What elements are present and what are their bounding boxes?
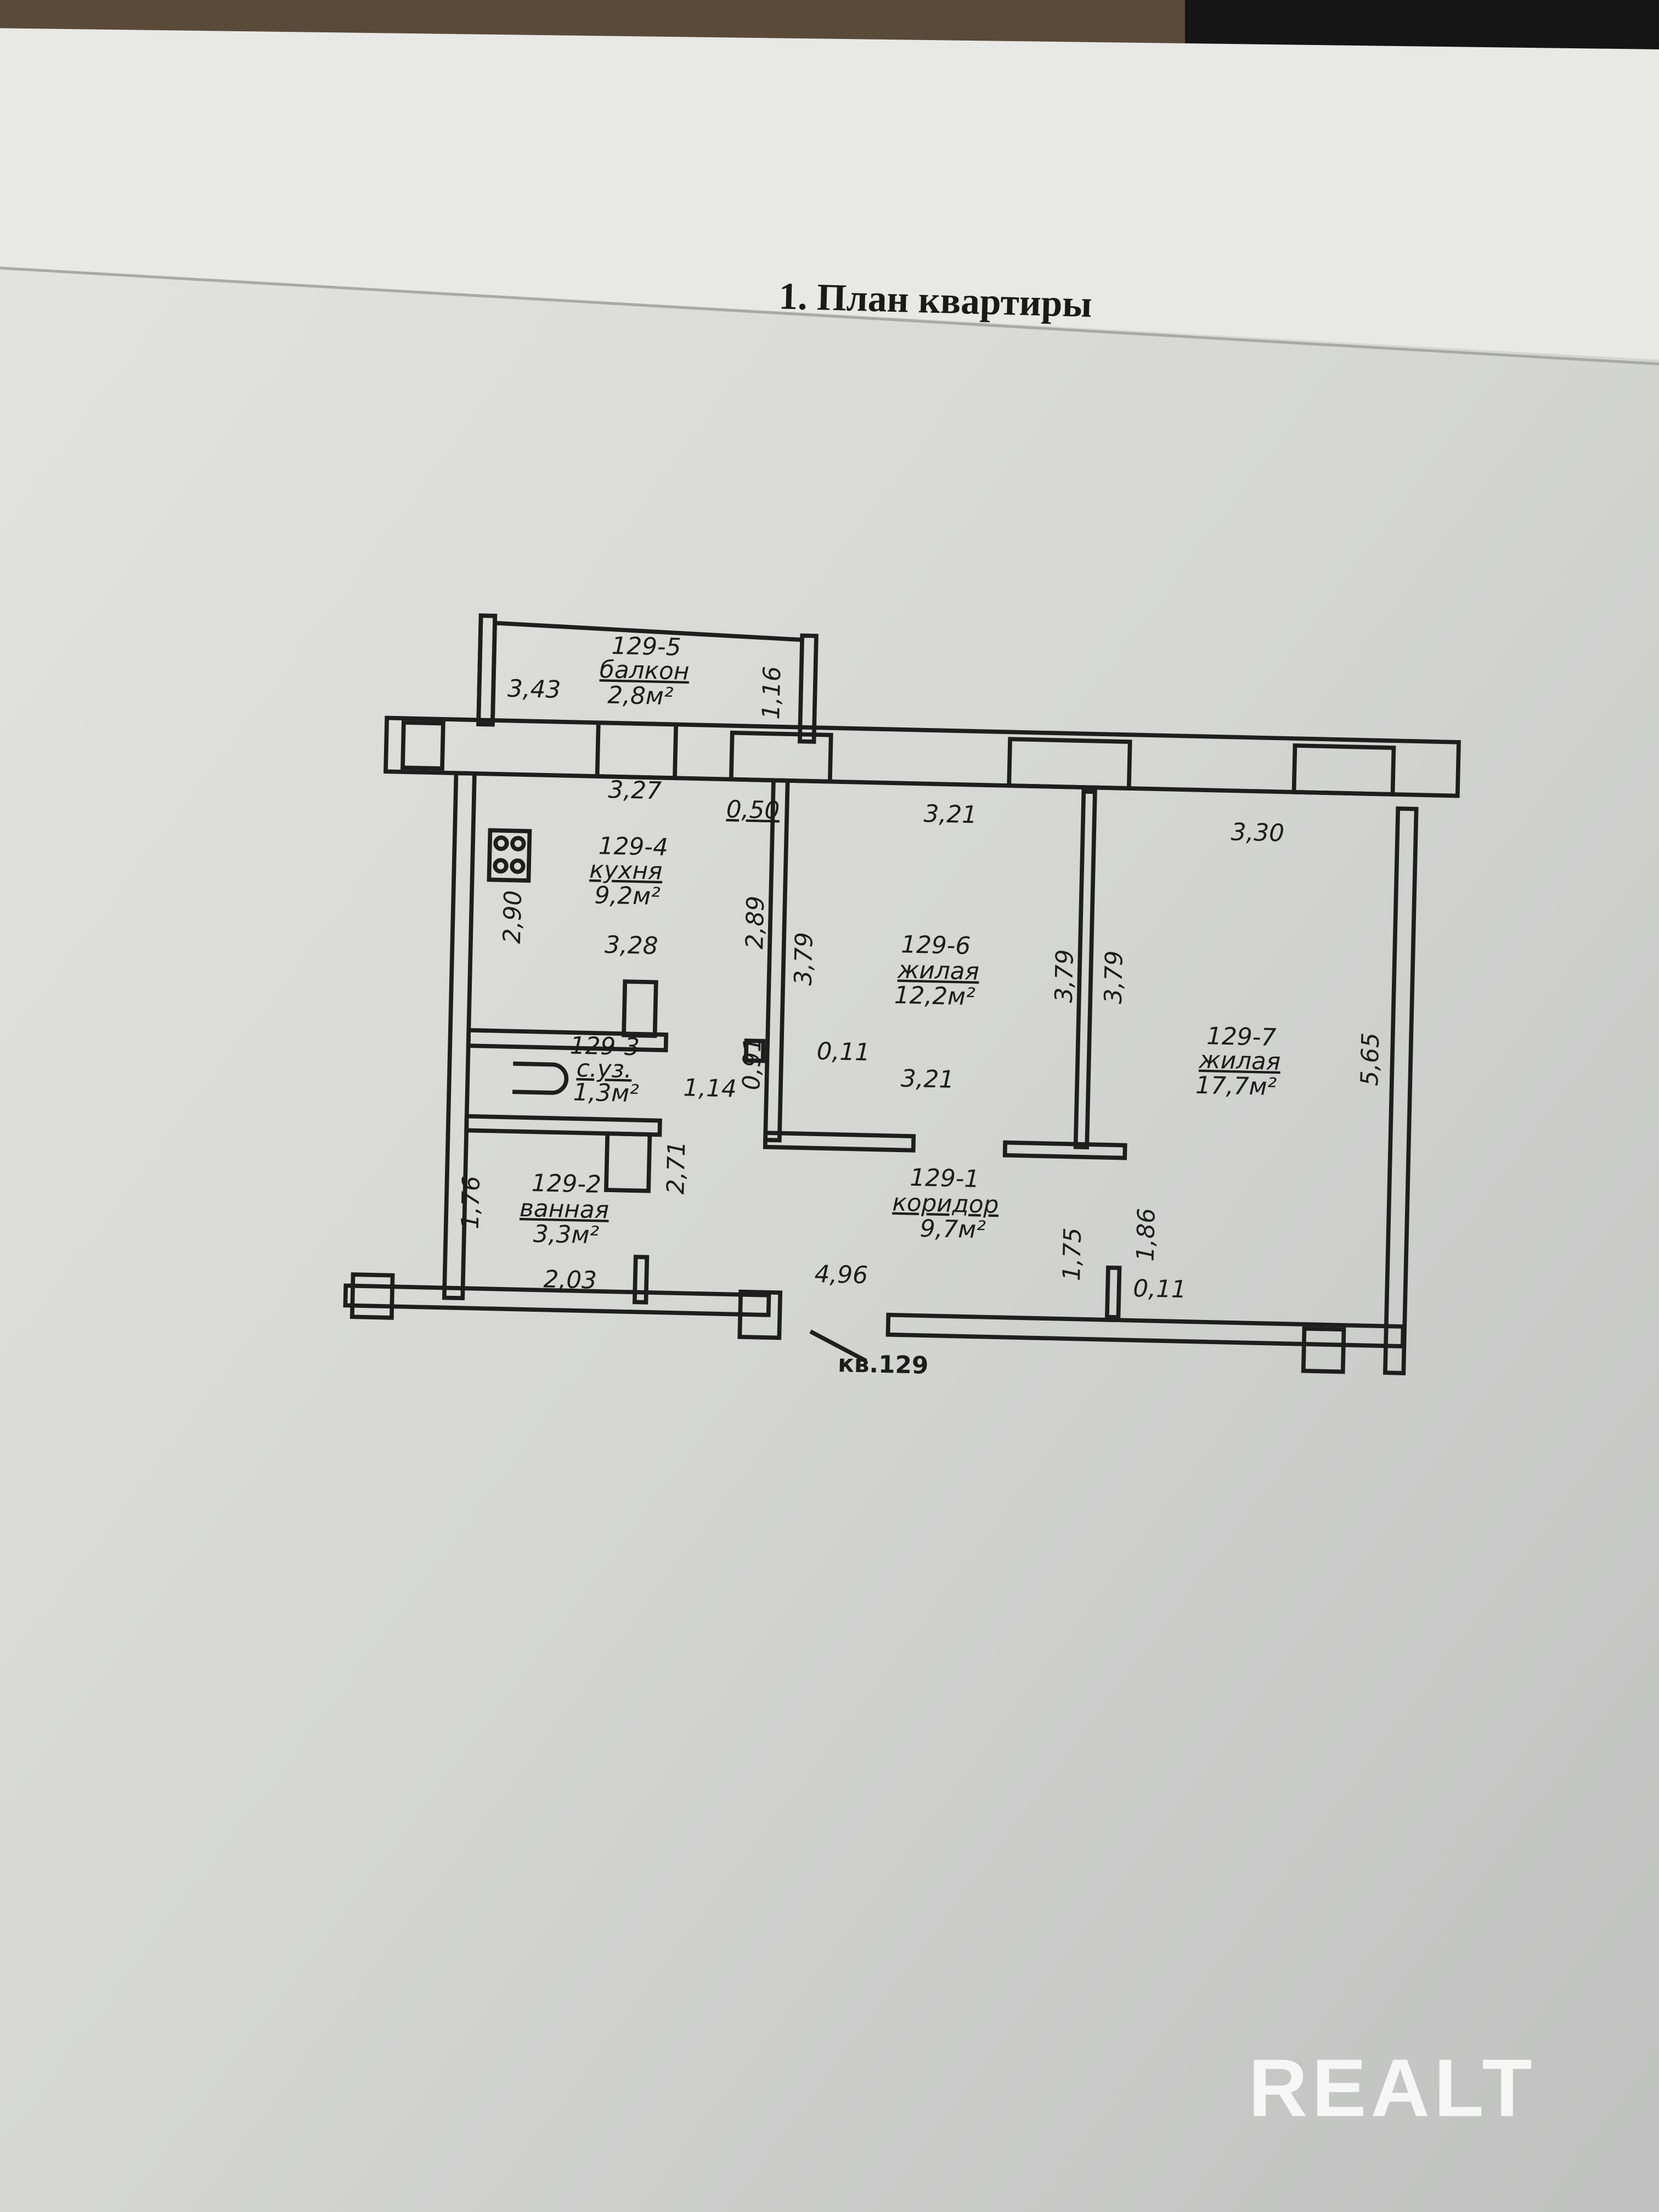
room-area: 9,7м² [919,1215,986,1244]
dimension: 1,76 [456,1176,486,1229]
room-id: 129-3 [569,1032,640,1062]
column [400,720,445,771]
dimension: 3,21 [923,800,977,829]
stove-icon [487,828,532,883]
floor-plan [343,613,1461,1375]
entrance-column [737,1289,783,1340]
exterior-wall-right [1383,806,1419,1375]
room-area: 9,2м² [594,881,661,911]
window-kitchen [595,720,679,781]
room-area: 1,3м² [573,1079,639,1108]
door-jamb [743,1039,766,1063]
room-name: кухня [589,856,663,885]
dimension: 0,50 [726,795,780,825]
dimension: 1,14 [683,1074,737,1103]
dimension: 3,27 [608,776,662,805]
dimension: 1,86 [1132,1207,1161,1261]
room-area: 17,7м² [1195,1071,1277,1101]
dimension: 3,28 [605,931,658,960]
wall-room6-bottom [763,1131,916,1153]
exterior-wall-bottom-left [343,1283,771,1317]
room-id: 129-5 [611,632,681,662]
room-area: 3,3м² [533,1220,599,1250]
window-room6 [1007,737,1132,791]
column [1291,743,1396,797]
room-id: 129-6 [901,930,971,960]
room-name: коридор [892,1189,999,1219]
realt-watermark: REALT [1249,2042,1537,2134]
column [1301,1326,1346,1374]
wall-kitchen-room6 [763,778,790,1143]
room-name: балкон [599,656,689,686]
dimension: 3,43 [507,675,561,704]
wall-room7-bottom [1002,1140,1127,1160]
dimension: 3,79 [1099,950,1128,1004]
dimension: 2,71 [662,1141,691,1194]
room-area: 2,8м² [607,681,674,711]
room-name: жилая [897,956,980,985]
page-title: 1. План квартиры [778,275,1093,326]
dimension: 4,96 [814,1260,868,1289]
stove-burner [493,858,509,874]
dimension: 3,21 [900,1065,954,1094]
room-area: 12,2м² [894,981,975,1011]
wall-kitchen-wc [466,1028,669,1053]
dimension: 2,90 [498,890,527,944]
entrance-leader [809,1329,867,1363]
balcony-right-post [797,633,819,744]
room-name: жилая [1198,1046,1281,1076]
stove-burner [510,858,526,874]
wall-corridor-room7-stub [1104,1265,1122,1320]
stove-burner [510,836,526,851]
room-name: ванная [520,1194,610,1224]
dimension: 3,30 [1231,818,1284,847]
plan-labels: 129-5 балкон 2,8м² 129-4 кухня 9,2м² 129… [456,632,1385,1380]
room-id: 129-2 [531,1169,601,1199]
sheet-edge [0,267,1659,365]
column [349,1272,395,1320]
dimension: 0,11 [1133,1274,1187,1304]
dimension: 5,65 [1356,1032,1385,1086]
dimension: 3,79 [789,932,819,986]
shaft-icon [622,979,658,1039]
dimension: 2,89 [741,895,770,949]
bath-stub [632,1255,650,1305]
apartment-label: кв.129 [838,1350,929,1380]
room-id: 129-4 [598,832,668,862]
shaft-icon [603,1131,652,1193]
exterior-wall-top [383,715,1461,798]
wall-wc-bath [464,1114,662,1137]
dimension: 1,75 [1058,1227,1087,1281]
room-id: 129-1 [910,1164,980,1193]
room-name: с.уз. [576,1054,632,1084]
wall-room6-room7 [1073,789,1097,1150]
dimension: 0,11 [816,1037,870,1066]
back-sheet [0,28,1659,360]
room-id: 129-7 [1206,1022,1277,1052]
dimension: 1,16 [757,666,786,720]
dimension: 2,03 [543,1265,597,1294]
dimension: 3,79 [1050,949,1079,1003]
exterior-wall-bottom-right [885,1312,1406,1348]
dimension: 0,91 [737,1036,766,1090]
stove-burner [493,835,509,851]
toilet-icon [512,1061,569,1095]
balcony-rail [494,620,803,642]
balcony-left-post [476,613,498,727]
